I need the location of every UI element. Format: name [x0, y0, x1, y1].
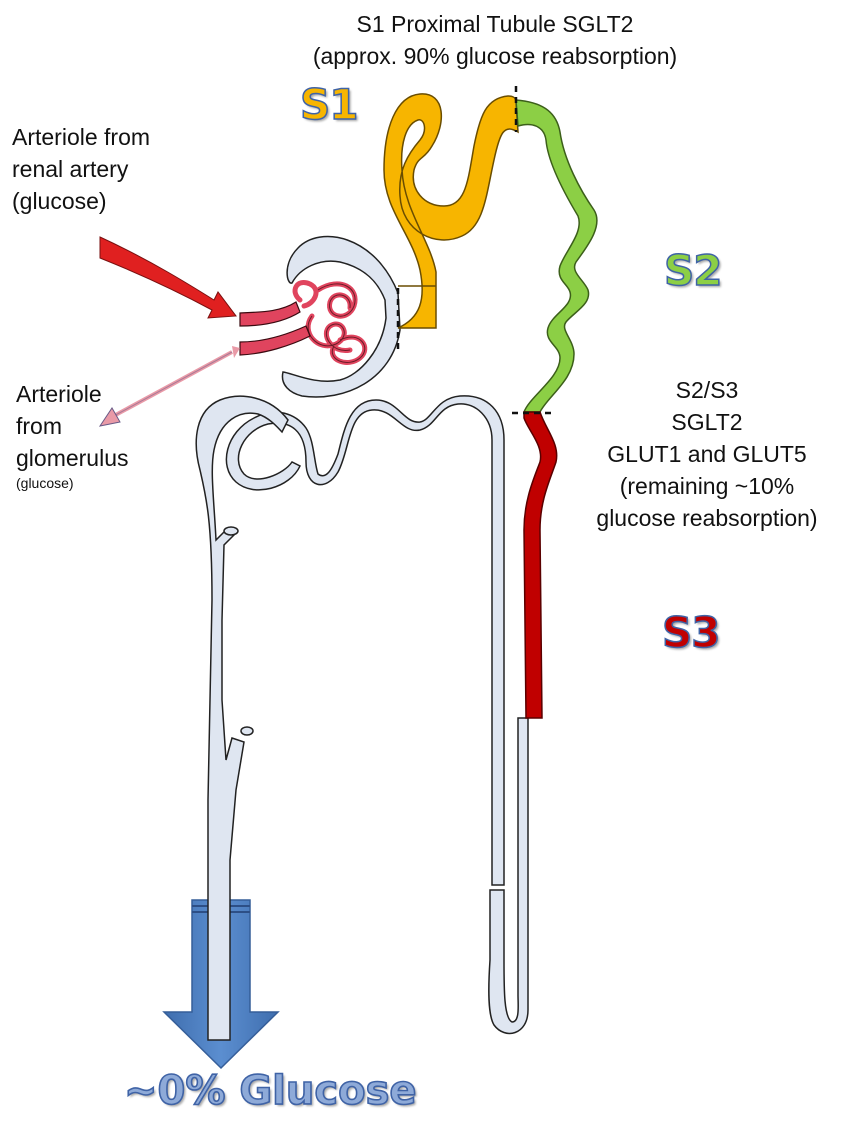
distal-convoluted-tubule	[225, 395, 505, 886]
output-glucose-label: ~0% Glucose	[123, 1067, 417, 1115]
segment-s1-tubule	[383, 93, 519, 329]
segment-s3-label: S3	[661, 607, 721, 658]
title-label: S1 Proximal Tubule SGLT2 (approx. 90% gl…	[278, 8, 712, 72]
duct-branch-opening	[240, 726, 254, 736]
efferent-line-1: Arteriole	[16, 381, 102, 407]
s23-line-5: glucose reabsorption)	[596, 505, 818, 531]
bowmans-capsule	[281, 235, 401, 398]
afferent-line-1: Arteriole from	[12, 124, 151, 150]
loop-of-henle	[488, 717, 529, 1035]
s23-line-4: (remaining ~10%	[619, 473, 795, 499]
efferent-vessel	[239, 325, 311, 356]
efferent-label: Arteriole from glomerulus (glucose)	[16, 378, 129, 492]
segment-s2-tubule	[515, 99, 598, 413]
segment-s1-label: S1	[299, 79, 359, 130]
s23-line-2: SGLT2	[671, 409, 743, 435]
s23-line-1: S2/S3	[675, 377, 739, 403]
efferent-arrow	[98, 346, 240, 427]
collecting-duct	[195, 395, 289, 1041]
afferent-line-2: renal artery	[12, 156, 129, 182]
afferent-label: Arteriole from renal artery (glucose)	[12, 121, 150, 217]
segment-s2-label: S2	[663, 245, 723, 296]
s2-s3-note: S2/S3 SGLT2 GLUT1 and GLUT5 (remaining ~…	[578, 374, 836, 534]
duct-opening	[223, 526, 239, 536]
efferent-line-3: glomerulus	[16, 445, 129, 471]
afferent-vessel	[239, 301, 301, 327]
title-line-1: S1 Proximal Tubule SGLT2	[356, 11, 634, 37]
efferent-line-2: from	[16, 413, 62, 439]
s23-line-3: GLUT1 and GLUT5	[607, 441, 807, 467]
glomerulus-outline	[307, 283, 366, 363]
title-line-2: (approx. 90% glucose reabsorption)	[312, 43, 678, 69]
segment-s3-tubule	[523, 411, 558, 719]
afferent-line-3: (glucose)	[12, 188, 107, 214]
afferent-arrow	[99, 236, 237, 319]
efferent-line-4: (glucose)	[16, 475, 74, 491]
